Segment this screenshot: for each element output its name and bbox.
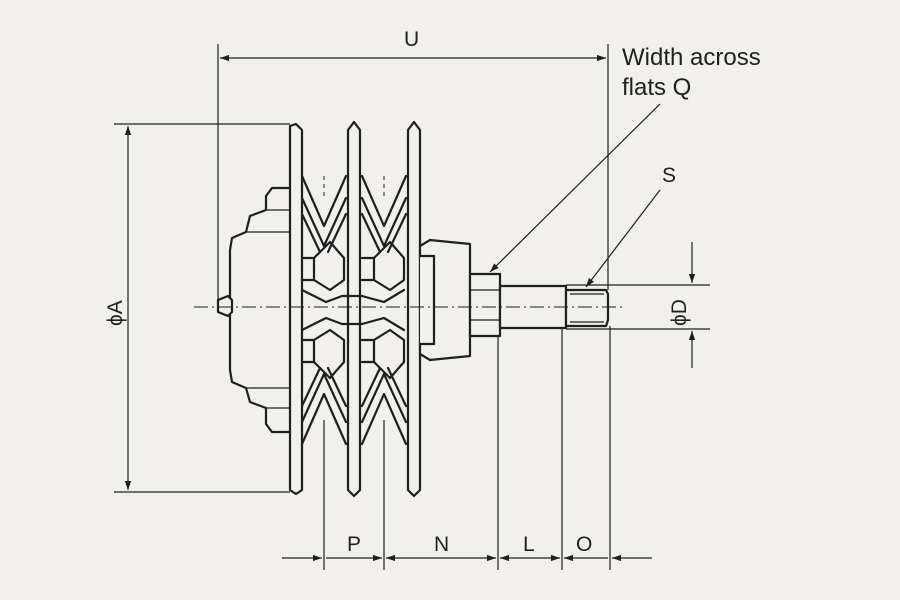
label-p: P xyxy=(347,533,361,556)
front-hub-step xyxy=(420,254,436,346)
label-d: ϕD xyxy=(668,299,691,326)
label-u: U xyxy=(404,28,419,51)
rear-hub xyxy=(228,186,302,434)
label-n: N xyxy=(434,533,449,556)
threaded-end xyxy=(564,288,610,328)
groove-lower-right xyxy=(360,366,408,446)
label-width-across-line1: Width across xyxy=(622,44,761,71)
inner-hub-right xyxy=(360,240,406,380)
thread-root xyxy=(570,293,604,323)
label-a: ϕA xyxy=(104,300,127,326)
groove-upper-right xyxy=(360,174,408,254)
flats-leader xyxy=(489,103,661,273)
label-o: O xyxy=(576,533,592,556)
dimensions xyxy=(114,44,710,570)
flange-3 xyxy=(406,120,422,498)
groove-upper-left xyxy=(300,174,348,254)
center-web xyxy=(300,288,406,332)
pulley-body xyxy=(216,120,610,498)
thread-leader xyxy=(585,189,661,288)
flange-2 xyxy=(346,120,362,498)
inner-hub-left xyxy=(300,240,346,380)
groove-lower-left xyxy=(300,366,348,446)
label-s: S xyxy=(662,164,676,187)
label-width-across-line2: flats Q xyxy=(622,74,691,101)
label-l: L xyxy=(523,533,535,556)
hex-nut-flats xyxy=(470,289,500,321)
grease-nipple xyxy=(216,294,234,318)
flange-1 xyxy=(288,122,304,496)
hex-nut xyxy=(468,272,502,338)
rear-hub-step xyxy=(246,209,300,409)
